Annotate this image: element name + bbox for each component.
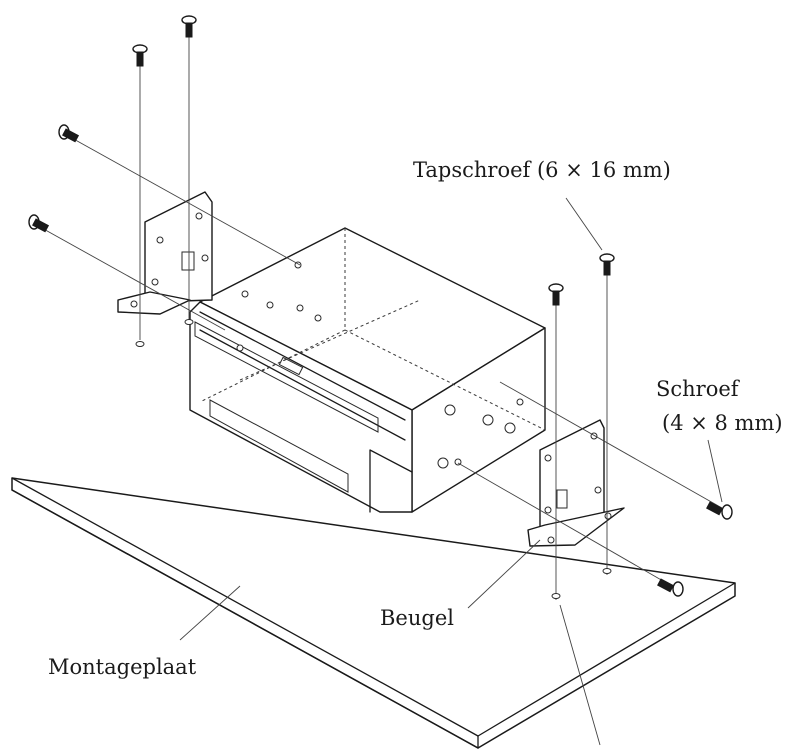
device-unit-icon	[189, 227, 546, 513]
assembly-guides	[39, 32, 723, 600]
plate-holes	[135, 319, 612, 599]
labels: Tapschroef (6 × 16 mm) Schroef (4 × 8 mm…	[48, 158, 783, 679]
label-bracket: Beugel	[380, 606, 454, 630]
leader-lines	[179, 197, 723, 746]
label-screw-size: (4 × 8 mm)	[662, 411, 783, 435]
bracket-left	[117, 191, 213, 315]
bracket-right	[527, 419, 625, 547]
screw-icon	[132, 15, 615, 306]
mounting-plate	[11, 477, 736, 749]
screw-icon	[28, 124, 733, 597]
label-mounting-plate: Montageplaat	[48, 655, 197, 679]
label-screw: Schroef	[656, 377, 741, 401]
label-tapping-screw: Tapschroef (6 × 16 mm)	[413, 158, 671, 182]
